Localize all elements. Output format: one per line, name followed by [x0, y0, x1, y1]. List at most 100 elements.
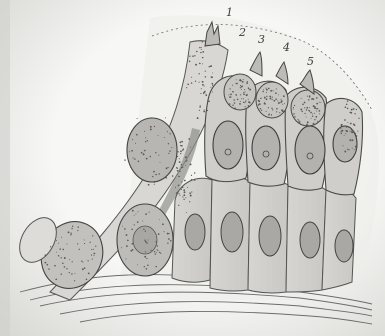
- stipple-dot: [258, 100, 260, 102]
- stipple-dot: [59, 248, 60, 249]
- stipple-dot: [124, 159, 125, 160]
- stipple-dot: [247, 81, 248, 82]
- stipple-dot: [245, 100, 246, 101]
- stipple-dot: [176, 192, 178, 194]
- stipple-dot: [319, 102, 320, 103]
- stipple-dot: [146, 268, 148, 270]
- stipple-dot: [243, 98, 244, 99]
- stipple-dot: [244, 89, 245, 90]
- stipple-dot: [356, 109, 357, 110]
- stipple-dot: [145, 231, 146, 232]
- stipple-dot: [272, 90, 273, 91]
- stipple-dot: [356, 135, 358, 137]
- stipple-dot: [300, 108, 302, 110]
- stipple-dot: [310, 112, 312, 114]
- stipple-dot: [58, 255, 60, 257]
- stipple-dot: [306, 110, 307, 111]
- stipple-dot: [302, 103, 304, 105]
- stipple-dot: [168, 238, 170, 240]
- stipple-dot: [262, 91, 264, 93]
- stipple-dot: [182, 167, 183, 168]
- stipple-dot: [141, 152, 143, 154]
- stipple-dot: [307, 96, 308, 97]
- stipple-dot: [177, 156, 178, 157]
- stipple-dot: [155, 152, 156, 153]
- stipple-dot: [230, 94, 232, 96]
- stipple-dot: [155, 174, 157, 176]
- stipple-dot: [242, 81, 244, 83]
- stipple-dot: [58, 243, 59, 244]
- stipple-dot: [269, 113, 270, 114]
- stipple-dot: [184, 184, 185, 185]
- stipple-dot: [316, 97, 318, 99]
- stipple-dot: [181, 189, 182, 190]
- stipple-dot: [354, 149, 355, 150]
- stipple-dot: [199, 73, 200, 74]
- stipple-dot: [240, 94, 241, 95]
- stipple-dot: [135, 214, 136, 215]
- stipple-dot: [160, 162, 161, 163]
- stipple-dot: [353, 108, 355, 110]
- stipple-dot: [160, 253, 161, 254]
- stipple-dot: [308, 125, 309, 126]
- stipple-dot: [187, 160, 188, 161]
- stipple-dot: [77, 230, 78, 231]
- stipple-dot: [177, 151, 178, 152]
- stipple-dot: [127, 240, 128, 241]
- stipple-dot: [301, 98, 302, 99]
- stipple-dot: [54, 265, 56, 267]
- stipple-dot: [243, 79, 244, 80]
- stipple-dot: [316, 111, 317, 112]
- stipple-dot: [236, 79, 237, 80]
- stipple-dot: [87, 260, 88, 261]
- label-5: 5: [307, 55, 314, 68]
- stipple-dot: [314, 119, 315, 120]
- stipple-dot: [134, 215, 135, 216]
- stipple-dot: [199, 82, 200, 83]
- stipple-dot: [131, 229, 133, 231]
- stipple-dot: [48, 268, 49, 269]
- stipple-dot: [178, 205, 179, 206]
- stipple-dot: [266, 111, 267, 112]
- stipple-dot: [150, 156, 152, 158]
- stipple-dot: [84, 240, 85, 241]
- stipple-dot: [344, 119, 346, 121]
- stipple-dot: [201, 88, 202, 89]
- stipple-dot: [180, 153, 181, 154]
- stipple-dot: [229, 103, 231, 105]
- stipple-dot: [64, 257, 66, 259]
- stipple-dot: [195, 81, 196, 82]
- stipple-dot: [63, 249, 65, 251]
- stipple-dot: [277, 100, 278, 101]
- stipple-dot: [232, 105, 233, 106]
- stipple-dot: [316, 103, 318, 105]
- stipple-dot: [276, 108, 278, 110]
- stipple-dot: [147, 140, 148, 141]
- stipple-dot: [184, 191, 186, 193]
- stipple-dot: [145, 141, 146, 142]
- stipple-dot: [93, 249, 94, 250]
- stipple-dot: [243, 93, 245, 95]
- stipple-dot: [168, 143, 169, 144]
- stipple-dot: [145, 251, 146, 252]
- stipple-dot: [187, 83, 189, 85]
- stipple-dot: [203, 93, 204, 94]
- stipple-dot: [179, 171, 180, 172]
- stipple-dot: [130, 167, 132, 169]
- stipple-dot: [201, 49, 202, 50]
- stipple-dot: [276, 111, 277, 112]
- stipple-dot: [158, 233, 160, 235]
- stipple-dot: [273, 100, 275, 102]
- stipple-dot: [200, 52, 201, 53]
- stipple-dot: [358, 118, 359, 119]
- stipple-dot: [45, 262, 47, 264]
- stipple-dot: [45, 254, 47, 256]
- stipple-dot: [240, 80, 242, 82]
- stipple-dot: [94, 253, 95, 254]
- stipple-dot: [313, 98, 315, 100]
- stipple-dot: [313, 105, 315, 107]
- stipple-dot: [70, 234, 71, 235]
- label-2: 2: [238, 26, 246, 39]
- stipple-dot: [183, 194, 185, 196]
